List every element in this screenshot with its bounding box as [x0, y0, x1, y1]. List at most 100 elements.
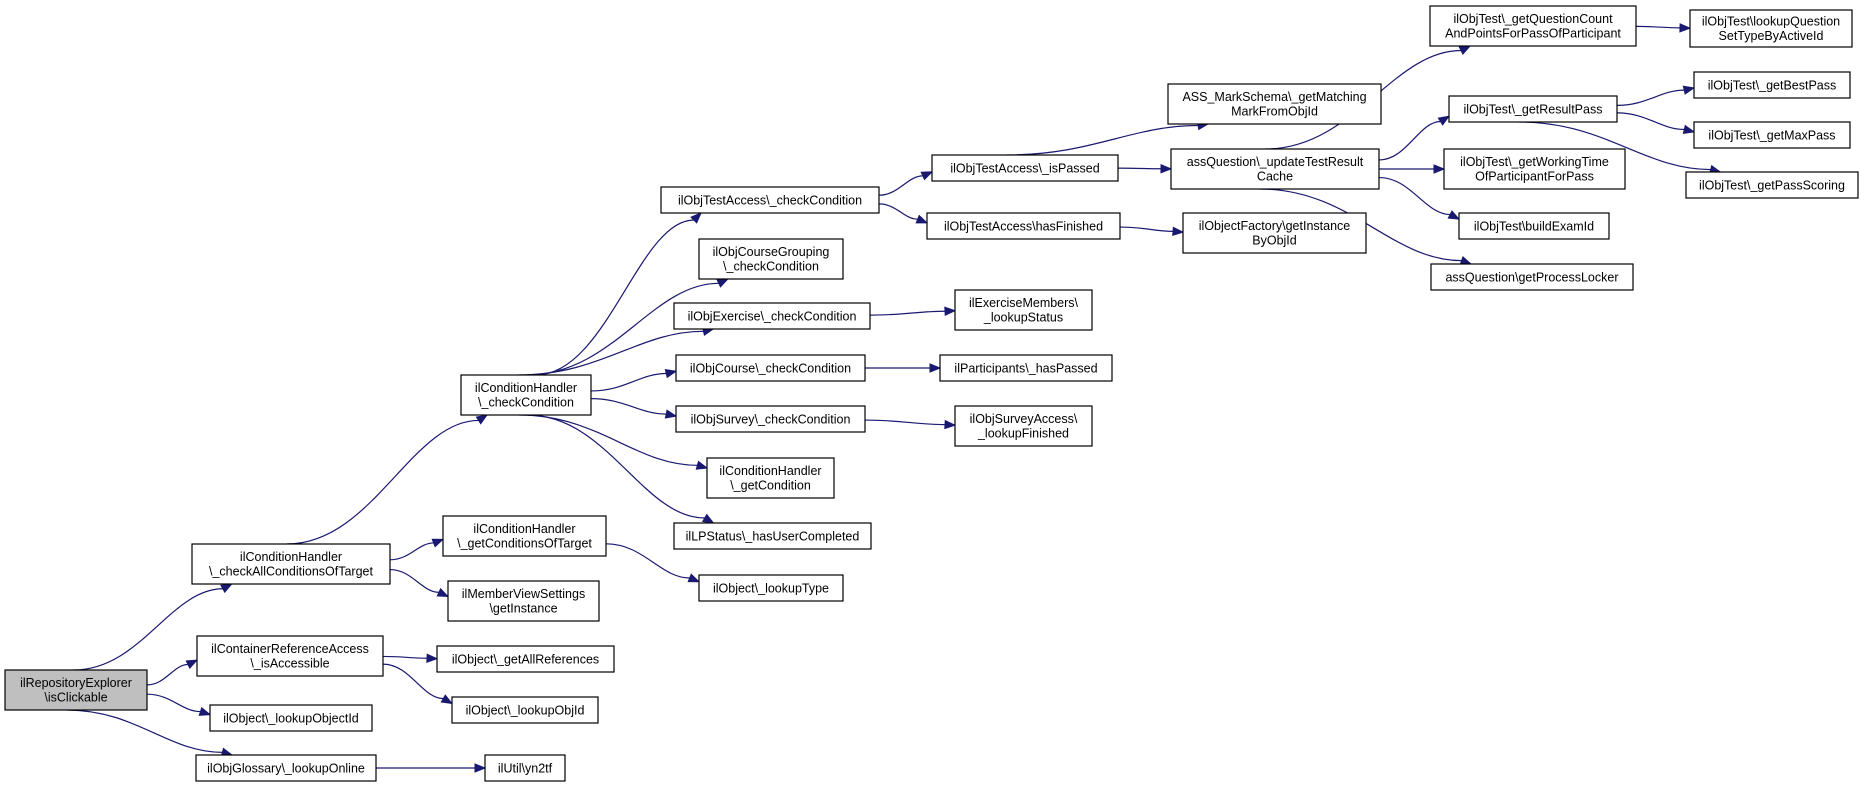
- node-label: ilParticipants\_hasPassed: [954, 361, 1097, 375]
- node-box: [673, 302, 871, 330]
- arrowhead: [915, 214, 929, 224]
- node-box: [1448, 95, 1618, 123]
- node-box: [191, 543, 391, 585]
- edge-line: [73, 588, 223, 671]
- node-label: ilRepositoryExplorer: [20, 676, 132, 690]
- node-ilobjsurvey-checkcondition[interactable]: ilObjSurvey\_checkCondition: [675, 405, 866, 433]
- arrowhead: [436, 587, 450, 598]
- node-ilrepositoryexplorer-isclickable[interactable]: ilRepositoryExplorer\isClickable: [4, 669, 148, 711]
- edge-line: [389, 568, 439, 593]
- arrowhead: [1679, 23, 1692, 33]
- node-ilobjtest-lookupquestionsettypebyactiveid[interactable]: ilObjTest\lookupQuestionSetTypeByActiveI…: [1689, 9, 1853, 48]
- edge-n2-n7: [389, 538, 445, 561]
- arrowhead: [920, 171, 934, 181]
- node-box: [675, 405, 866, 433]
- node-label: ilMemberViewSettings: [462, 587, 585, 601]
- node-ilconditionhandler-checkcondition[interactable]: ilConditionHandler\_checkCondition: [460, 374, 592, 416]
- edge-n2-n6: [286, 414, 489, 545]
- node-ilobjtest-getresultpass[interactable]: ilObjTest\_getResultPass: [1448, 95, 1618, 123]
- node-label: ilObjExercise\_checkCondition: [688, 309, 857, 323]
- node-ilutil-yn2tf[interactable]: ilUtil\yn2tf: [484, 754, 566, 782]
- node-label: ilConditionHandler: [719, 464, 821, 478]
- node-ilobject-lookupobjid[interactable]: ilObject\_lookupObjId: [451, 696, 599, 724]
- node-label: ilObject\_getAllReferences: [452, 652, 599, 666]
- arrowhead: [198, 706, 212, 716]
- node-ilexercisemembers-lookupstatus[interactable]: ilExerciseMembers\_lookupStatus: [954, 289, 1093, 331]
- node-label: MarkFromObjId: [1231, 105, 1318, 119]
- node-ilconditionhandler-getcondition[interactable]: ilConditionHandler\_getCondition: [706, 457, 835, 499]
- edge-line: [1635, 25, 1681, 29]
- node-label: \_checkCondition: [478, 396, 574, 410]
- node-box: [926, 212, 1121, 240]
- edge-n6-n12: [535, 212, 702, 376]
- node-label: ilObjTestAccess\_checkCondition: [678, 193, 862, 207]
- edge-n21-n27: [1119, 226, 1185, 237]
- edge-n3-n10: [382, 663, 454, 705]
- arrowhead: [1459, 256, 1473, 265]
- node-label: ilConditionHandler: [240, 550, 342, 564]
- node-ilobjsurveyaccess-lookupfinished[interactable]: ilObjSurveyAccess\_lookupFinished: [954, 405, 1093, 447]
- node-ilobject-getallreferences[interactable]: ilObject\_getAllReferences: [436, 645, 615, 673]
- arrowhead: [474, 763, 487, 773]
- edge-n29-n35: [1616, 112, 1696, 134]
- node-ilobjcoursegrouping-checkcondition[interactable]: ilObjCourseGrouping\_checkCondition: [698, 238, 844, 280]
- node-ilobjtest-getpassscoring[interactable]: ilObjTest\_getPassScoring: [1685, 171, 1859, 199]
- node-label: ilObject\_lookupObjectId: [223, 711, 359, 725]
- node-ilconditionhandler-getconditionsoftarget[interactable]: ilConditionHandler\_getConditionsOfTarge…: [442, 515, 607, 557]
- node-ilobjtestaccess-ispassed[interactable]: ilObjTestAccess\_isPassed: [931, 154, 1119, 182]
- node-label: SetTypeByActiveId: [1719, 29, 1824, 43]
- edge-n2-n8: [389, 568, 450, 598]
- node-ilobjtest-getworkingtimeofparticipantforpass[interactable]: ilObjTest\_getWorkingTimeOfParticipantFo…: [1443, 148, 1626, 190]
- node-assquestion-getprocesslocker[interactable]: assQuestion\getProcessLocker: [1430, 263, 1634, 291]
- node-ilobjcourse-checkcondition[interactable]: ilObjCourse\_checkCondition: [675, 354, 866, 382]
- node-label: \getInstance: [489, 602, 557, 616]
- node-ilobject-lookupobjectid[interactable]: ilObject\_lookupObjectId: [209, 704, 373, 732]
- node-box: [1685, 171, 1859, 199]
- node-ilparticipants-haspassed[interactable]: ilParticipants\_hasPassed: [939, 354, 1113, 382]
- node-box: [451, 696, 599, 724]
- node-ilobjtestaccess-checkcondition[interactable]: ilObjTestAccess\_checkCondition: [660, 186, 880, 214]
- edge-line: [1378, 120, 1441, 161]
- node-label: ilObjTest\_getResultPass: [1464, 102, 1603, 116]
- arrowhead: [701, 513, 715, 524]
- node-ilobjtest-buildexamid[interactable]: ilObjTest\buildExamId: [1458, 212, 1610, 240]
- node-label: ilLPStatus\_hasUserCompleted: [686, 529, 860, 543]
- node-label: _lookupFinished: [977, 427, 1069, 441]
- node-ilobjtestaccess-hasfinished[interactable]: ilObjTestAccess\hasFinished: [926, 212, 1121, 240]
- node-ilobjtest-getmaxpass[interactable]: ilObjTest\_getMaxPass: [1693, 121, 1851, 149]
- node-box: [1443, 148, 1626, 190]
- node-ilobjtest-getbestpass[interactable]: ilObjTest\_getBestPass: [1693, 71, 1851, 99]
- node-label: ilUtil\yn2tf: [498, 761, 553, 775]
- node-box: [209, 704, 373, 732]
- node-label: ilObjSurveyAccess\: [970, 412, 1078, 426]
- edge-line: [1378, 176, 1451, 216]
- node-label: ilObjTest\_getPassScoring: [1699, 178, 1845, 192]
- edge-line: [1616, 112, 1685, 131]
- node-label: \_getConditionsOfTarget: [457, 537, 592, 551]
- node-ilobjtest-getquestioncountandpointsforpassofparticipant[interactable]: ilObjTest\_getQuestionCountAndPointsForP…: [1429, 5, 1637, 47]
- node-label: \_getCondition: [730, 479, 811, 493]
- node-label: ilConditionHandler: [475, 381, 577, 395]
- node-label: assQuestion\_updateTestResult: [1187, 155, 1364, 169]
- node-box: [1693, 71, 1851, 99]
- node-ilobjexercise-checkcondition[interactable]: ilObjExercise\_checkCondition: [673, 302, 871, 330]
- arrowhead: [929, 363, 942, 373]
- node-ilconditionhandler-checkallconditionsoftarget[interactable]: ilConditionHandler\_checkAllConditionsOf…: [191, 543, 391, 585]
- node-illpstatus-hasusercompleted[interactable]: ilLPStatus\_hasUserCompleted: [673, 522, 872, 550]
- node-label: ilObjTest\_getMaxPass: [1708, 128, 1835, 142]
- node-ilobject-lookuptype[interactable]: ilObject\_lookupType: [698, 574, 844, 602]
- edge-line: [878, 203, 918, 220]
- node-label: AndPointsForPassOfParticipant: [1445, 27, 1621, 41]
- node-box: [196, 635, 384, 677]
- node-ilobjglossary-lookuponline[interactable]: ilObjGlossary\_lookupOnline: [195, 754, 377, 782]
- edge-line: [878, 175, 923, 196]
- arrowhead: [944, 306, 957, 316]
- node-ilmemberviewsettings-getinstance[interactable]: ilMemberViewSettings\getInstance: [447, 580, 600, 622]
- edge-line: [146, 663, 189, 686]
- node-label: ilObjTest\_getWorkingTime: [1460, 155, 1609, 169]
- node-ilcontainerreferenceaccess-isaccessible[interactable]: ilContainerReferenceAccess\_isAccessible: [196, 635, 384, 677]
